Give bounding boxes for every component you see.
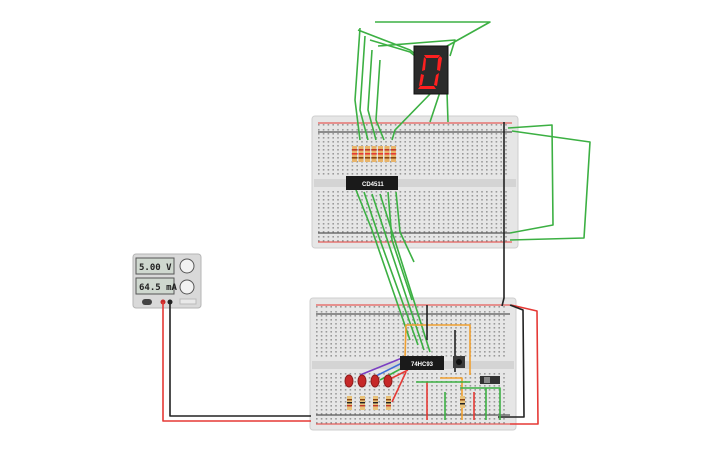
- current-readout: 64.5 mA: [139, 283, 178, 293]
- blue-wire: [371, 361, 405, 379]
- rail-link-black-2: [498, 304, 525, 418]
- rail-link-black: [501, 122, 505, 307]
- pushbutton[interactable]: [453, 356, 465, 368]
- voltage-knob[interactable]: [179, 258, 195, 274]
- loop-wire-1: [507, 124, 554, 234]
- seven-segment-display[interactable]: 0: [0, 0, 449, 95]
- counter-chip[interactable]: 74HC93: [400, 356, 444, 370]
- decoder-resistors[interactable]: [352, 146, 396, 162]
- bottom-resistors: [460, 396, 465, 408]
- display-digit: 0: [0, 0, 1, 1]
- supply-black-wire: [169, 302, 311, 417]
- supply-red-wire: [162, 302, 311, 422]
- decoder-label: CD4511: [362, 182, 384, 188]
- current-knob[interactable]: [179, 279, 195, 295]
- top-breadboard[interactable]: [311, 115, 519, 249]
- orange-wire-1: [404, 324, 471, 375]
- decoder-chip[interactable]: CD4511: [346, 176, 398, 190]
- led-array[interactable]: [344, 374, 393, 410]
- rail-link-red: [510, 304, 539, 425]
- led[interactable]: [383, 374, 393, 388]
- led[interactable]: [357, 374, 367, 388]
- power-switch[interactable]: [142, 299, 152, 305]
- counter-label: 74HC93: [411, 362, 434, 368]
- power-supply[interactable]: 5.00 V 64.5 mA: [132, 253, 202, 309]
- purple-wire: [359, 357, 403, 376]
- voltage-readout: 5.00 V: [139, 263, 172, 273]
- led[interactable]: [370, 374, 380, 388]
- led[interactable]: [344, 374, 354, 388]
- segments: [418, 55, 442, 89]
- slide-switch[interactable]: [480, 376, 500, 384]
- loop-wire-2: [509, 130, 591, 241]
